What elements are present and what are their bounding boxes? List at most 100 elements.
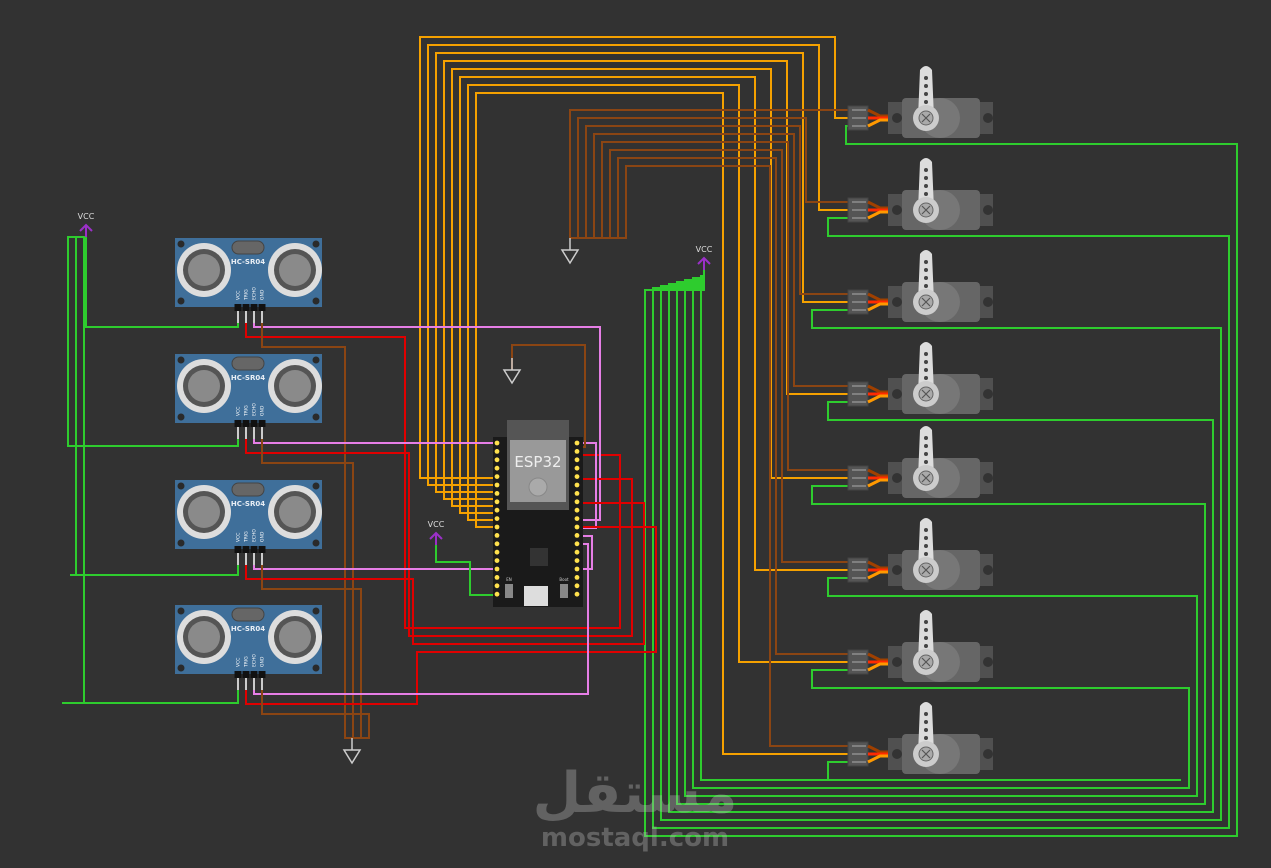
- board-label: ESP32: [514, 453, 561, 471]
- pin[interactable]: [494, 457, 500, 463]
- pin-label: GND: [260, 656, 266, 667]
- pin[interactable]: [494, 440, 500, 446]
- pin-label: VCC: [236, 658, 242, 667]
- vcc-wire[interactable]: [700, 262, 1181, 781]
- pin[interactable]: [494, 558, 500, 563]
- pin[interactable]: [574, 507, 580, 513]
- vcc-wire[interactable]: [668, 262, 1214, 813]
- svg-text:Boot: Boot: [559, 577, 569, 582]
- pin[interactable]: [494, 465, 500, 471]
- signal-wire[interactable]: [435, 52, 848, 493]
- pin[interactable]: [574, 499, 580, 505]
- sensor-ground-wire[interactable]: [261, 674, 370, 739]
- watermark-latin: mostaql.com: [541, 823, 729, 853]
- pin[interactable]: [574, 465, 580, 471]
- sensor-ground-wire[interactable]: [261, 307, 352, 739]
- servo-motor[interactable]: [847, 518, 993, 590]
- sensor-label: HC-SR04: [231, 258, 265, 266]
- pin[interactable]: [494, 482, 500, 488]
- servo-motor[interactable]: [847, 610, 993, 682]
- board-button[interactable]: [505, 584, 513, 598]
- pin[interactable]: [494, 575, 500, 580]
- pin[interactable]: [574, 524, 580, 530]
- pin[interactable]: [574, 516, 580, 521]
- pin[interactable]: [574, 533, 580, 538]
- vcc-symbol: VCC: [78, 212, 95, 237]
- ground-wire[interactable]: [569, 109, 848, 238]
- vcc-wire[interactable]: [692, 262, 1190, 789]
- pin[interactable]: [494, 516, 500, 521]
- pin[interactable]: [574, 549, 580, 555]
- pin[interactable]: [574, 457, 580, 463]
- pin[interactable]: [494, 524, 500, 530]
- vcc-symbol: VCC: [428, 520, 445, 545]
- pin[interactable]: [574, 541, 580, 547]
- pin[interactable]: [494, 449, 500, 454]
- trig-wire[interactable]: [245, 307, 621, 629]
- vcc-label: VCC: [428, 520, 445, 529]
- vcc-label: VCC: [696, 245, 713, 254]
- pin[interactable]: [574, 474, 580, 479]
- pin[interactable]: [574, 482, 580, 488]
- trig-wire[interactable]: [245, 423, 633, 637]
- pin[interactable]: [494, 591, 500, 597]
- servo-motor[interactable]: [847, 250, 993, 322]
- trig-wire[interactable]: [245, 502, 645, 645]
- svg-text:EN: EN: [506, 577, 512, 582]
- vcc-label: VCC: [78, 212, 95, 221]
- pin[interactable]: [494, 499, 500, 505]
- servo-motor[interactable]: [847, 66, 993, 138]
- pin[interactable]: [574, 558, 580, 563]
- servo-motor[interactable]: [847, 342, 993, 414]
- pin[interactable]: [574, 491, 580, 496]
- pin[interactable]: [494, 566, 500, 572]
- pin-label: ECHO: [252, 287, 258, 300]
- ground-wire[interactable]: [570, 149, 848, 563]
- ground-wire[interactable]: [570, 117, 848, 239]
- vcc-wire[interactable]: [684, 262, 1198, 797]
- vcc-wire[interactable]: [652, 217, 1230, 829]
- vcc-wire[interactable]: [676, 262, 1206, 805]
- sensor-label: HC-SR04: [231, 625, 265, 633]
- vcc-wire[interactable]: [660, 262, 1222, 821]
- pin[interactable]: [574, 440, 580, 446]
- pin[interactable]: [494, 541, 500, 547]
- ground-wire[interactable]: [570, 157, 848, 655]
- pin[interactable]: [574, 449, 580, 454]
- signal-wire[interactable]: [427, 44, 848, 486]
- servo-motor[interactable]: [847, 158, 993, 230]
- signal-wire[interactable]: [467, 84, 848, 663]
- pin[interactable]: [574, 575, 580, 580]
- servo-motor[interactable]: [847, 426, 993, 498]
- watermark-arabic: مستقل: [533, 761, 738, 826]
- pin[interactable]: [494, 491, 500, 496]
- ground-symbol: [342, 738, 362, 765]
- pin[interactable]: [574, 583, 580, 589]
- board-button[interactable]: [560, 584, 568, 598]
- board-vcc-wire[interactable]: [435, 538, 497, 596]
- pin[interactable]: [494, 549, 500, 555]
- sensor-label: HC-SR04: [231, 374, 265, 382]
- ground-wire[interactable]: [570, 165, 848, 747]
- pin[interactable]: [494, 533, 500, 538]
- pin-label: GND: [260, 531, 266, 542]
- pin[interactable]: [494, 583, 500, 589]
- pin-label: TRIG: [244, 405, 250, 417]
- servo-motor[interactable]: [847, 702, 993, 774]
- signal-wire[interactable]: [419, 36, 848, 479]
- pin[interactable]: [574, 566, 580, 572]
- sensor-ground-wire[interactable]: [261, 423, 354, 739]
- pin[interactable]: [494, 474, 500, 479]
- pin-label: TRIG: [244, 656, 250, 668]
- vcc-symbol: VCC: [696, 245, 713, 270]
- pin[interactable]: [574, 591, 580, 597]
- trig-wire[interactable]: [245, 526, 657, 705]
- signal-wire[interactable]: [475, 92, 848, 755]
- pin[interactable]: [494, 507, 500, 513]
